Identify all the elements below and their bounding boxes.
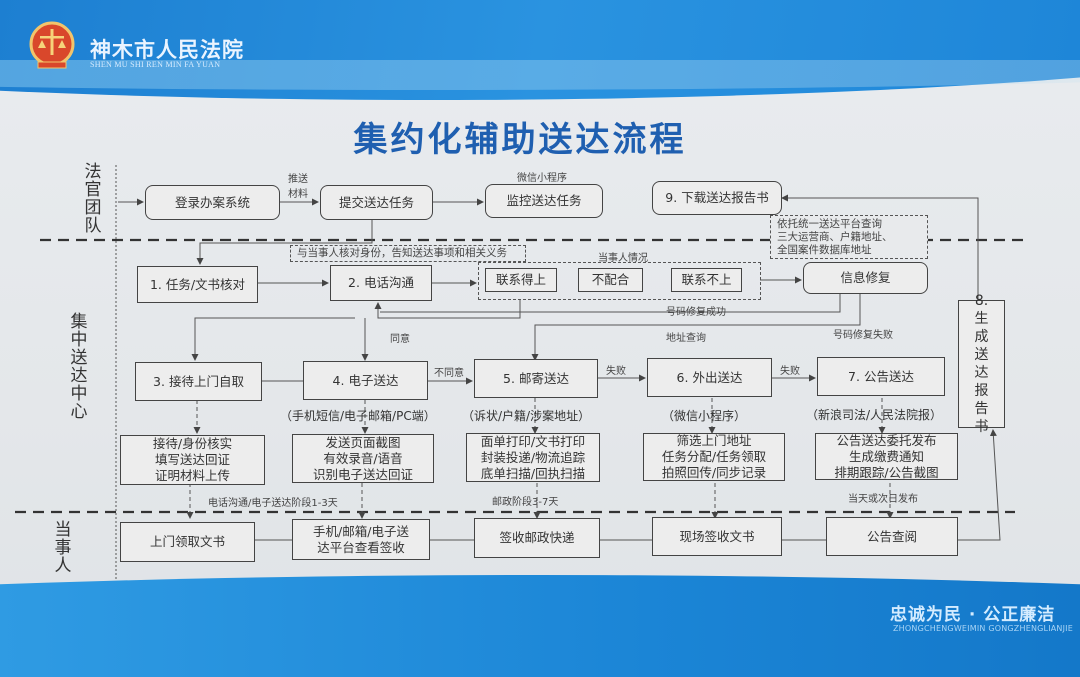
- label-agree: 同意: [390, 334, 410, 345]
- party-pickup-documents: 上门领取文书: [120, 522, 255, 562]
- party-onsite-sign: 现场签收文书: [652, 517, 782, 556]
- label-wechat-miniprogram: 微信小程序: [517, 173, 567, 184]
- node-monitor-task: 监控送达任务: [485, 184, 603, 218]
- label-push-materials: 推送 材料: [288, 174, 308, 200]
- label-address-query: 地址查询: [666, 333, 706, 344]
- channel-mail: （诉状/户籍/涉案地址）: [462, 409, 591, 423]
- label-repair-fail: 号码修复失败: [833, 330, 893, 341]
- node-login-system: 登录办案系统: [145, 185, 280, 220]
- duration-announcement: 当天或次日发布: [848, 494, 918, 505]
- party-status-group: [478, 262, 761, 300]
- label-party-status: 当事人情况: [598, 253, 648, 264]
- detail-announcement: 公告送达委托发布 生成缴费通知 排期跟踪/公告截图: [815, 433, 958, 480]
- node-pickup: 3. 接待上门自取: [135, 362, 262, 401]
- lane-label-party: 当事人: [50, 520, 71, 574]
- detail-electronic: 发送页面截图 有效录音/语音 识别电子送达回证: [292, 434, 434, 483]
- duration-phone-electronic: 电话沟通/电子送达阶段1-3天: [208, 498, 338, 509]
- lane-label-judges: 法官团队: [80, 162, 101, 234]
- node-info-repair: 信息修复: [803, 262, 928, 294]
- node-mail-delivery: 5. 邮寄送达: [474, 359, 598, 398]
- status-reachable: 联系得上: [485, 268, 557, 292]
- court-name-pinyin: SHEN MU SHI REN MIN FA YUAN: [90, 60, 221, 69]
- channel-announcement: （新浪司法/人民法院报）: [806, 408, 943, 422]
- slogan-pinyin: ZHONGCHENGWEIMIN GONGZHENGLIANJIE: [893, 624, 1073, 633]
- detail-mail: 面单打印/文书打印 封装投递/物流追踪 底单扫描/回执扫描: [466, 433, 600, 482]
- duration-postal: 邮政阶段3-7天: [492, 497, 559, 508]
- channel-outbound: （微信小程序）: [662, 409, 747, 423]
- lane-label-center: 集中送达中心: [66, 312, 87, 420]
- party-sign-postal: 签收邮政快递: [474, 518, 600, 558]
- court-emblem-icon: [29, 21, 75, 69]
- node-check-documents: 1. 任务/文书核对: [137, 266, 258, 303]
- footer-banner: [0, 575, 1080, 677]
- label-disagree: 不同意: [434, 368, 464, 379]
- party-view-announcement: 公告查阅: [826, 517, 958, 556]
- node-download-report: 9. 下载送达报告书: [652, 181, 782, 215]
- node-outbound-delivery: 6. 外出送达: [647, 358, 772, 397]
- channel-electronic: （手机短信/电子邮箱/PC端）: [280, 409, 436, 423]
- label-repair-success: 号码修复成功: [666, 307, 726, 318]
- node-submit-task: 提交送达任务: [320, 185, 433, 220]
- party-electronic-sign: 手机/邮箱/电子送 达平台查看签收: [292, 519, 430, 560]
- court-name: 神木市人民法院: [90, 37, 244, 62]
- status-unreachable: 联系不上: [671, 268, 742, 292]
- node-electronic-delivery: 4. 电子送达: [303, 361, 428, 400]
- label-fail-1: 失败: [606, 366, 626, 377]
- note-verify-identity: 与当事人核对身份，告知送达事项和相关义务: [290, 245, 526, 262]
- note-platform-query: 依托统一送达平台查询 三大运营商、户籍地址、 全国案件数据库地址: [770, 215, 928, 259]
- header-wave: [0, 60, 1080, 90]
- label-fail-2: 失败: [780, 366, 800, 377]
- node-announcement-delivery: 7. 公告送达: [817, 357, 945, 396]
- detail-pickup: 接待/身份核实 填写送达回证 证明材料上传: [120, 435, 265, 485]
- node-generate-report: 8.生成送达报告书: [958, 293, 1005, 435]
- detail-outbound: 筛选上门地址 任务分配/任务领取 拍照回传/同步记录: [643, 433, 785, 481]
- page-title: 集约化辅助送达流程: [353, 120, 687, 160]
- status-uncooperative: 不配合: [578, 268, 643, 292]
- slogan: 忠诚为民 · 公正廉洁: [890, 605, 1056, 625]
- node-phone-contact: 2. 电话沟通: [330, 265, 432, 301]
